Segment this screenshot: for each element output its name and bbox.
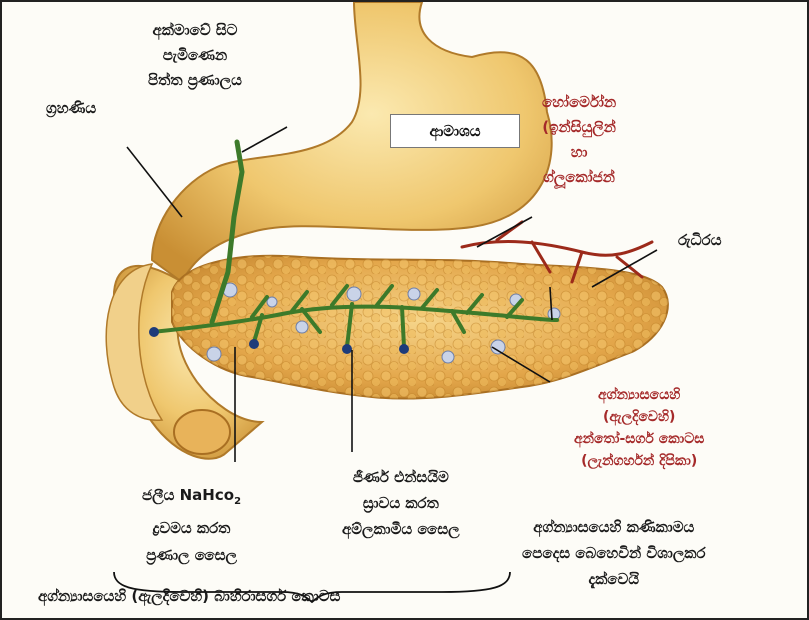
acinar-note: අග්න්‍යාසයෙහි කණිකාමය පෙදෙස බෙහෙවින් විශ…	[522, 514, 706, 592]
hormones-label: හෝර්මෝන (ඉන්සියුලින් හා ග්ලූකෝජන්	[542, 90, 616, 190]
duodenum-end	[174, 410, 230, 454]
endocrine-label: අග්න්‍යාසයෙහි (ඇලදිවෙහි) අන්තෝ-සර්ග කොටස…	[574, 384, 704, 472]
blood-label: රුධිරය	[678, 228, 722, 253]
bile-duct-label: අක්මාවේ සිට පැමිණෙන පිත්ත ප්‍රණාලය	[148, 18, 242, 93]
nahco3-formula: NaHco2	[180, 486, 241, 504]
acinar-cells-label: ජීර්ණ එන්සයිම ස්‍රාවය කරත අම්ලකාමීය සෛල	[342, 464, 460, 542]
stomach-label: ආමාශය	[390, 114, 520, 148]
exocrine-label: අග්න්‍යාසයෙහි (ඇලදිවෙහි) බාහිරාසර්ග කොටස	[38, 584, 340, 609]
duodenum-label: ග්‍රහණිය	[46, 96, 96, 121]
duct-cells-label: ජලීය NaHco2 ද්‍රවමය කරත ප්‍රණාල සෛල	[142, 482, 241, 569]
